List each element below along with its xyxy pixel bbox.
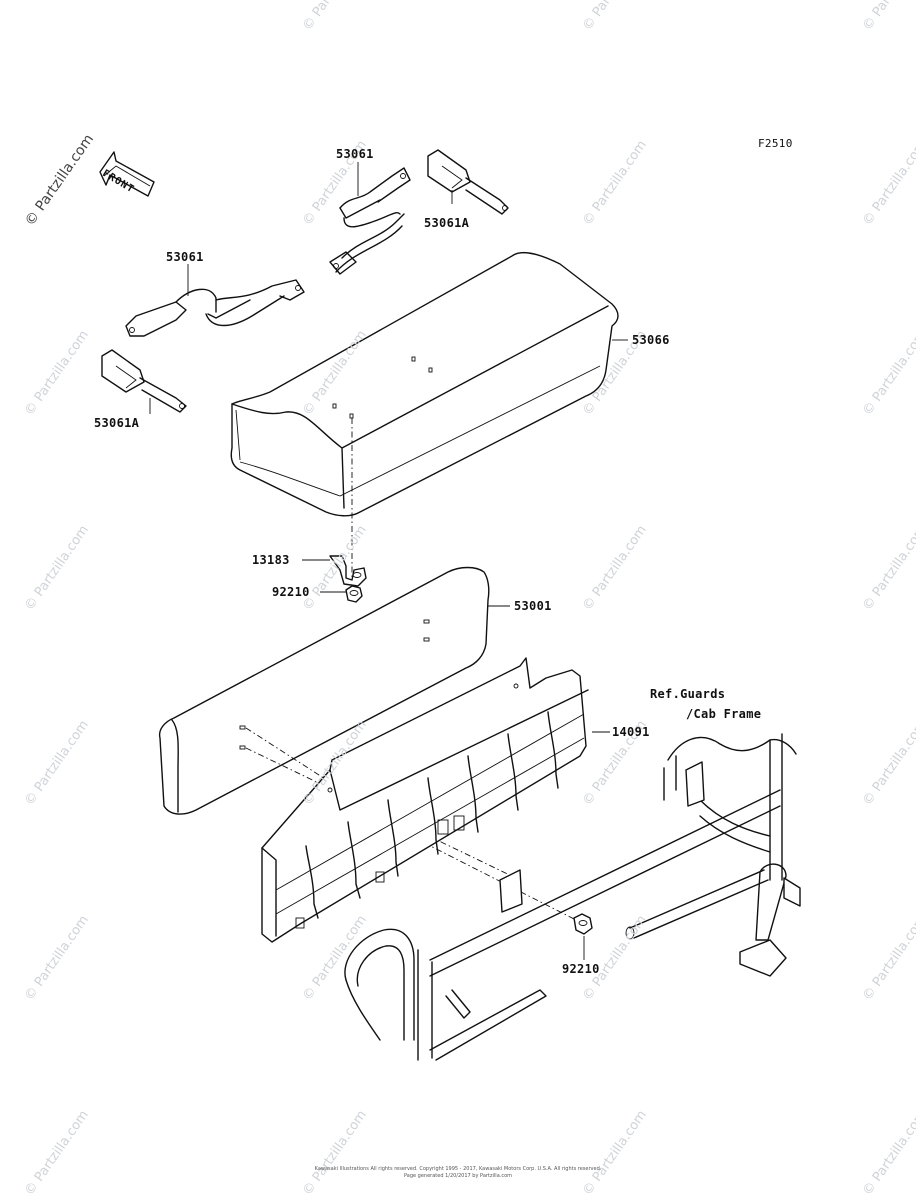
strap-53061-top: [329, 167, 411, 275]
callout-53066: 53066: [632, 333, 670, 347]
bracket-panel-14091: [261, 657, 589, 943]
callout-53061a-top: 53061A: [424, 216, 470, 230]
footer-generated: Page generated 1/20/2017 by Partzilla.co…: [403, 1173, 513, 1179]
callout-92210-lower: 92210: [562, 962, 600, 976]
callout-14091: 14091: [612, 725, 650, 739]
clamp-13183: [329, 555, 367, 587]
callout-92210-upper: 92210: [272, 585, 310, 599]
callout-ref-guards: Ref.Guards: [650, 687, 726, 701]
leader-lines: [149, 162, 628, 960]
front-arrow-icon: [99, 151, 155, 197]
nut-92210-lower: [573, 913, 593, 935]
callout-53001: 53001: [514, 599, 552, 613]
nut-92210-upper: [345, 585, 363, 603]
seat-cushion-53066: [230, 252, 619, 517]
strap-53061-left: [125, 279, 305, 337]
buckle-53061a-top: [427, 149, 509, 215]
callout-53061a-left: 53061A: [94, 416, 140, 430]
callout-53061-left: 53061: [166, 250, 204, 264]
footer-copyright: Kawasaki Illustrations All rights reserv…: [314, 1166, 602, 1172]
backrest-53001: [158, 566, 490, 815]
buckle-53061a-left: [101, 349, 187, 413]
callout-cab-frame: /Cab Frame: [686, 707, 762, 721]
callout-53061-top: 53061: [336, 147, 374, 161]
cab-frame: [344, 733, 801, 1061]
callout-13183: 13183: [252, 553, 290, 567]
figure-code: F2510: [758, 137, 793, 150]
